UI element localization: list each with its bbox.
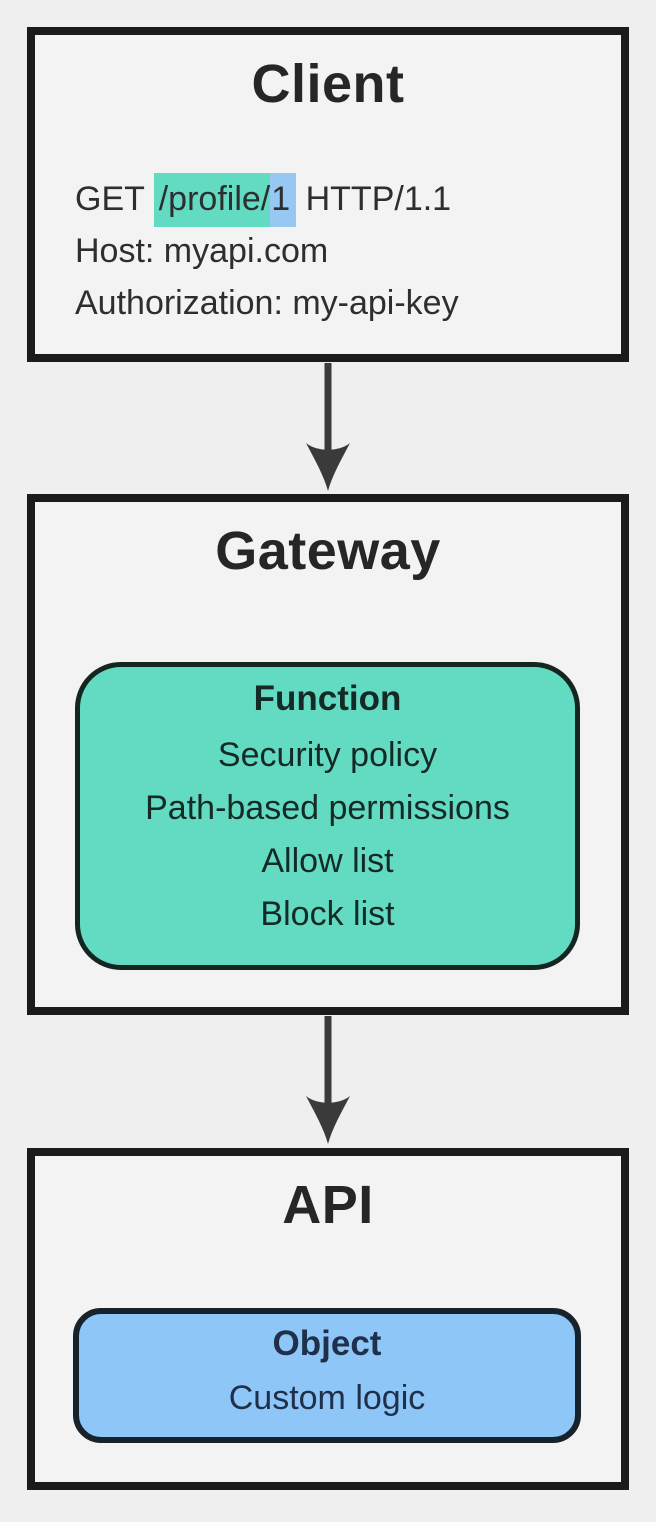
pill-item: Allow list xyxy=(261,842,394,880)
api-node: API Object Custom logic xyxy=(27,1148,629,1490)
object-box: Object Custom logic xyxy=(73,1308,581,1443)
request-segment-blue: 1 xyxy=(270,173,297,227)
api-title: API xyxy=(282,1175,374,1235)
pill-item: Security policy xyxy=(217,736,438,774)
pill-item: Block list xyxy=(260,895,395,933)
request-line-authorization: Authorization: my-api-key xyxy=(75,284,459,322)
request-line-host: Host: myapi.com xyxy=(75,232,329,270)
request-segment-none: GET xyxy=(75,180,154,218)
http-request: GET /profile/1 HTTP/1.1 Host: myapi.com … xyxy=(75,173,459,329)
gateway-title: Gateway xyxy=(215,521,441,581)
pill-item: Path-based permissions xyxy=(145,789,510,827)
object-box-title: Object xyxy=(272,1324,382,1363)
pill-item: Custom logic xyxy=(228,1379,426,1417)
request-segment-none: HTTP/1.1 xyxy=(296,180,452,218)
request-line-method: GET /profile/1 HTTP/1.1 xyxy=(75,173,459,227)
arrow-gateway-to-api-icon xyxy=(306,1016,350,1144)
request-segment-teal: /profile/ xyxy=(153,173,271,227)
client-title: Client xyxy=(251,54,405,114)
arrow-client-to-gateway-icon xyxy=(306,363,350,491)
function-box-title: Function xyxy=(253,679,402,718)
object-box-items: Custom logic xyxy=(79,1374,575,1422)
client-node: Client GET /profile/1 HTTP/1.1 Host: mya… xyxy=(27,27,629,362)
